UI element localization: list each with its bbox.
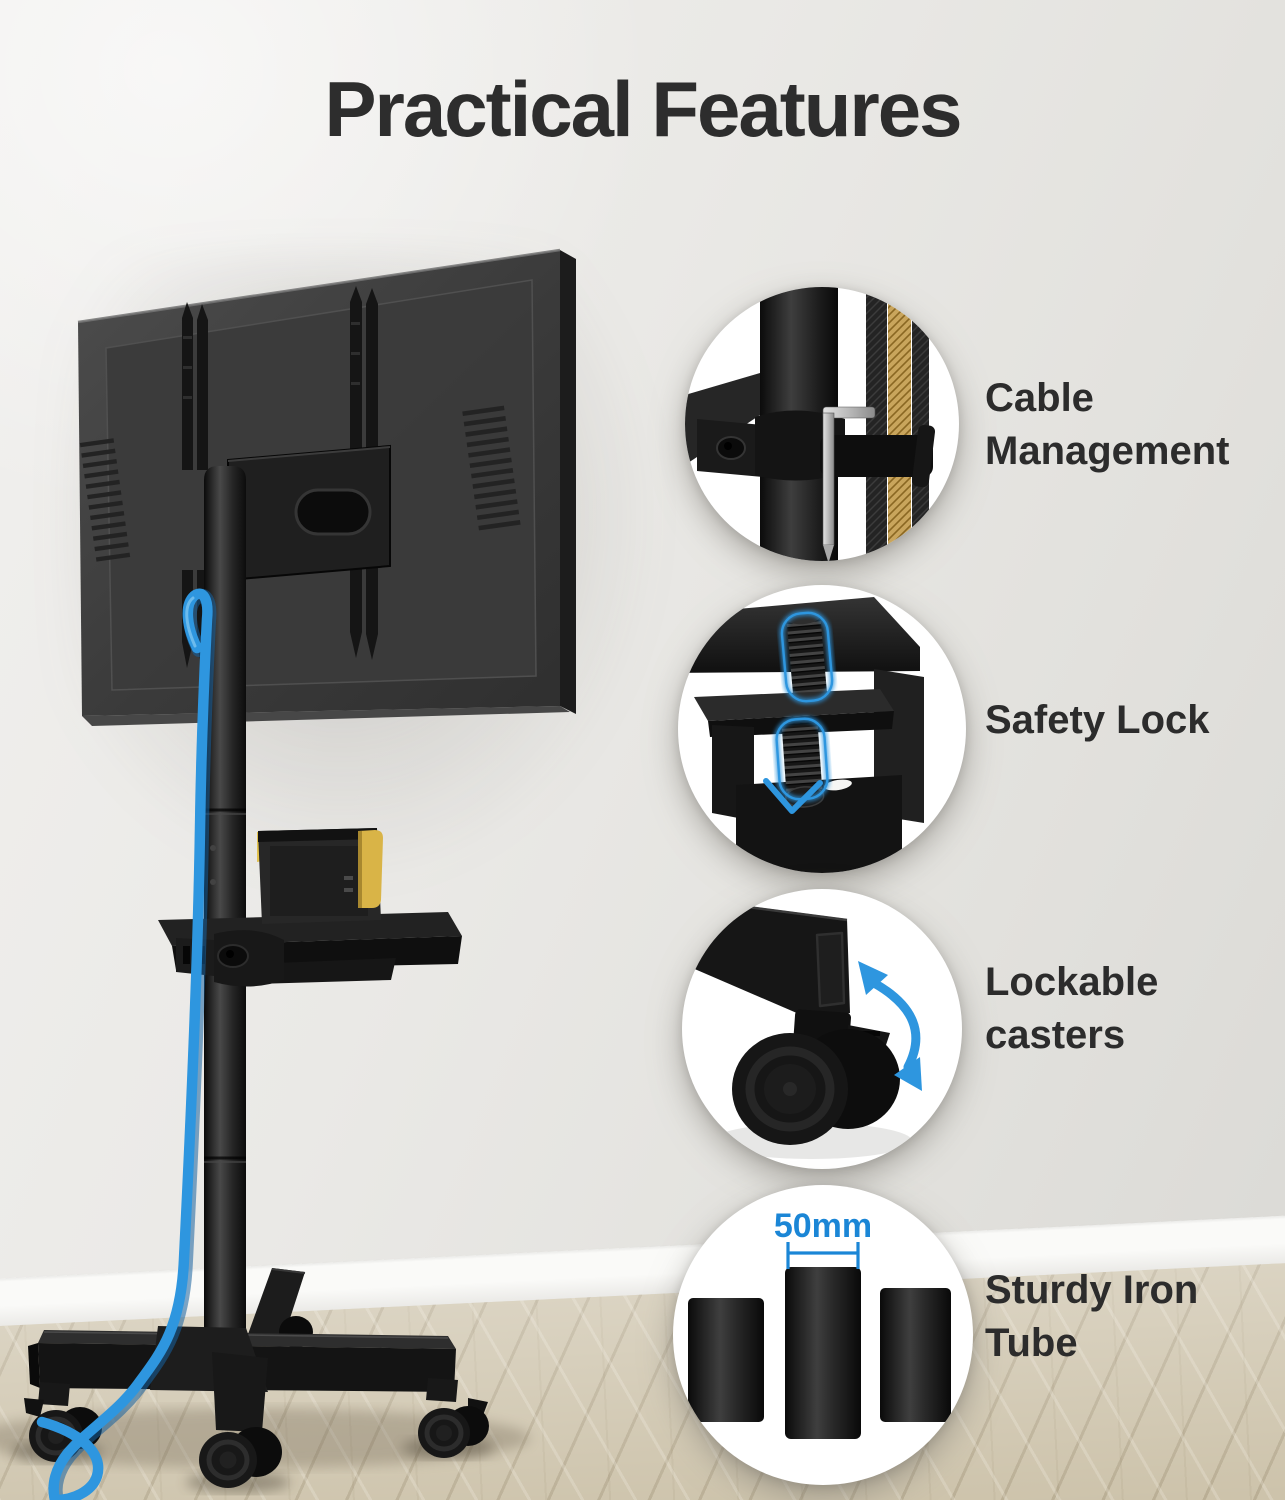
cable-strap <box>820 424 936 488</box>
feature-inset-safety-lock <box>678 585 966 873</box>
feature-label-line: casters <box>985 1013 1126 1057</box>
tv-wall-shadow <box>70 260 670 900</box>
feature-label-lockable-casters: Lockable casters <box>985 956 1158 1062</box>
allen-key <box>822 406 876 561</box>
feature-label-line: Sturdy Iron <box>985 1268 1199 1312</box>
caster-assembly <box>732 1009 900 1145</box>
iron-tubes <box>688 1267 951 1439</box>
feature-label-sturdy-iron-tube: Sturdy Iron Tube <box>985 1264 1198 1370</box>
feature-label-line: Lockable <box>985 960 1159 1004</box>
iron-tube-graphic: 50mm <box>688 1207 951 1439</box>
feature-inset-cable-management <box>685 287 959 561</box>
square-tube-leg <box>690 899 850 1020</box>
keyhole-slot <box>824 779 852 791</box>
lock-highlight <box>763 610 835 814</box>
lockable-caster-graphic <box>690 899 922 1159</box>
lower-bracket-base <box>736 775 902 873</box>
cable-management-graphic <box>685 287 936 561</box>
feature-label-cable-management: Cable Management <box>985 372 1230 478</box>
feature-label-line: Management <box>985 429 1230 473</box>
diameter-measurement: 50mm <box>774 1207 872 1269</box>
feature-label-line: Cable <box>985 376 1094 420</box>
feature-inset-sturdy-iron-tube: 50mm <box>673 1185 973 1485</box>
feature-label-line: Tube <box>985 1321 1078 1365</box>
tube-diameter-value: 50mm <box>774 1207 872 1245</box>
feature-label-line: Safety Lock <box>985 698 1210 742</box>
swivel-arrow-icon <box>858 961 922 1091</box>
down-arrow-icon <box>763 778 823 814</box>
page-title: Practical Features <box>324 65 962 153</box>
safety-lock-graphic <box>678 597 924 873</box>
feature-label-safety-lock: Safety Lock <box>985 694 1210 747</box>
feature-inset-lockable-casters <box>682 889 962 1169</box>
cable-bundle <box>866 287 929 561</box>
